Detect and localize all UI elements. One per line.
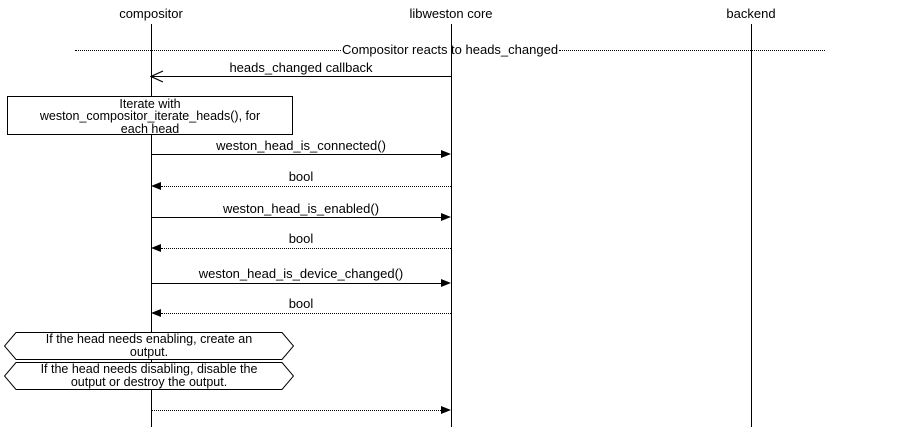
hex-note-enabling: If the head needs enabling, create an ou… — [4, 332, 294, 360]
lifeline-backend — [750, 24, 752, 427]
hexagon-shape — [4, 332, 294, 360]
filled-arrowhead-left-icon — [151, 182, 161, 190]
filled-arrowhead-left-icon — [151, 309, 161, 317]
participant-label-libweston-core: libweston core — [409, 6, 493, 21]
divider-dotted-line-left — [75, 49, 341, 51]
participant-label-backend: backend — [726, 6, 776, 21]
filled-arrowhead-right-icon — [441, 213, 451, 221]
message-line-weston-head-is-connected — [151, 154, 441, 155]
filled-arrowhead-right-icon — [441, 150, 451, 158]
return-label-bool-2: bool — [288, 231, 314, 246]
hex-note-disabling-line-2: output or destroy the output. — [70, 375, 228, 389]
return-label-bool-1: bool — [288, 169, 314, 184]
hex-note-disabling: If the head needs disabling, disable the… — [4, 362, 294, 390]
divider-compositor-reacts-to-heads-changed: Compositor reacts to heads_changed — [75, 42, 826, 57]
filled-arrowhead-right-icon — [441, 406, 451, 414]
note-line-2: weston_compositor_iterate_heads(), for — [39, 109, 261, 124]
message-label-weston-head-is-connected: weston_head_is_connected() — [216, 138, 386, 153]
message-line-heads-changed-callback — [151, 76, 451, 77]
lifeline-compositor — [150, 24, 152, 427]
participant-label-compositor: compositor — [119, 6, 183, 21]
message-label-weston-head-is-device-changed: weston_head_is_device_changed() — [198, 266, 404, 281]
return-line-bool-1 — [161, 186, 451, 187]
message-line-final-unlabeled — [151, 410, 441, 411]
lifeline-libweston-core — [450, 24, 452, 427]
filled-arrowhead-left-icon — [151, 244, 161, 252]
message-label-heads-changed-callback: heads_changed callback — [229, 60, 373, 75]
hex-note-enabling-line-1: If the head needs enabling, create an — [45, 332, 253, 346]
hex-note-disabling-line-1: If the head needs disabling, disable the — [40, 362, 258, 376]
hex-note-enabling-line-2: output. — [129, 345, 169, 359]
divider-label: Compositor reacts to heads_changed — [341, 42, 559, 57]
hexagon-shape — [4, 362, 294, 390]
message-line-weston-head-is-device-changed — [151, 283, 441, 284]
message-label-weston-head-is-enabled: weston_head_is_enabled() — [222, 201, 380, 216]
note-line-3: each head — [120, 121, 180, 136]
divider-dotted-line-right — [559, 49, 826, 51]
return-label-bool-3: bool — [288, 296, 314, 311]
note-iterate-heads: Iterate with weston_compositor_iterate_h… — [7, 96, 293, 135]
message-line-weston-head-is-enabled — [151, 217, 441, 218]
filled-arrowhead-right-icon — [441, 279, 451, 287]
open-arrowhead-left-icon — [150, 70, 164, 83]
return-line-bool-3 — [161, 313, 451, 314]
note-line-1: Iterate with — [119, 97, 181, 111]
return-line-bool-2 — [161, 248, 451, 249]
